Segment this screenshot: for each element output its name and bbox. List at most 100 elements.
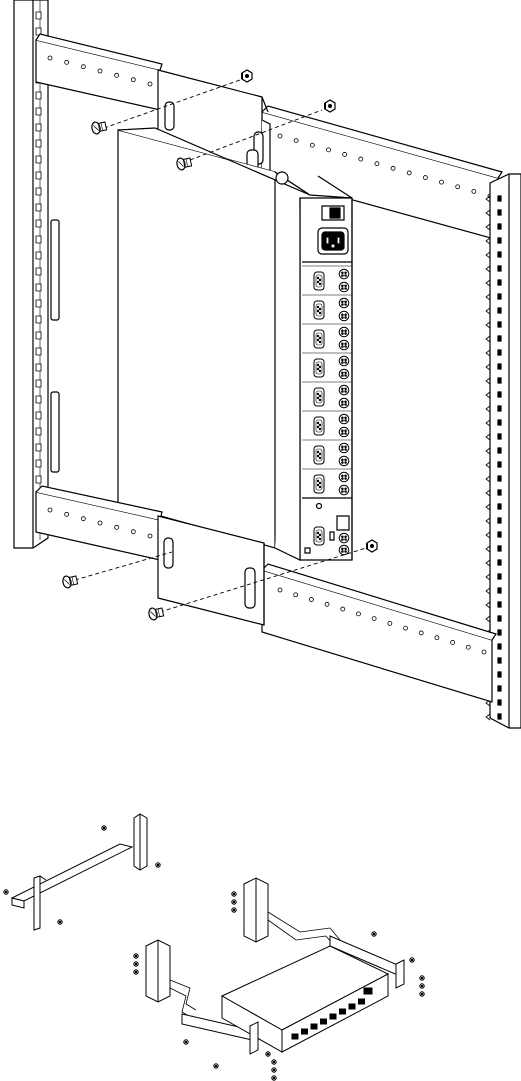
rack-slot	[36, 300, 41, 307]
rack-slot	[498, 434, 501, 439]
rail-hole	[325, 602, 329, 606]
rack-slot	[498, 546, 501, 551]
rack-slot	[498, 322, 501, 327]
small-screw-icon	[156, 863, 160, 867]
console-vga-icon	[314, 527, 324, 545]
rack-slot	[498, 658, 501, 663]
rack-slot	[498, 364, 501, 369]
rail-hole	[359, 157, 363, 161]
rail-hole	[98, 521, 102, 525]
rack-slot	[36, 12, 41, 19]
rack-slot	[498, 714, 501, 719]
small-screw-icon	[420, 984, 424, 988]
small-screw-icon	[102, 826, 106, 830]
vga-port-icon	[314, 475, 324, 493]
rail-hole	[372, 617, 376, 621]
ps2-port-icon	[339, 443, 349, 453]
rack-slot	[498, 196, 501, 201]
rack-slot	[36, 124, 41, 131]
vga-port-icon	[314, 446, 324, 464]
rack-slot	[498, 532, 501, 537]
small-screw-icon	[272, 1060, 276, 1064]
rack-slot	[36, 268, 41, 275]
ps2-port-icon	[339, 298, 349, 308]
rack-slot	[36, 412, 41, 419]
console-port-icon	[337, 516, 349, 530]
cage-nut-icon	[367, 540, 377, 552]
screw-icon	[148, 606, 164, 621]
rack-slot	[498, 238, 501, 243]
rack-slot	[498, 476, 501, 481]
rack-slot	[36, 236, 41, 243]
rail-hole	[419, 631, 423, 635]
rack-mount-vertical-figure	[14, 0, 521, 728]
small-screw-icon	[134, 954, 138, 958]
rack-slot	[36, 140, 41, 147]
small-screw-icon	[134, 970, 138, 974]
small-screw-icon	[184, 1040, 188, 1044]
rack-slot	[498, 294, 501, 299]
screw-icon	[62, 574, 78, 589]
rail-hole	[356, 612, 360, 616]
rack-slot	[498, 574, 501, 579]
ps2-port-icon	[339, 427, 349, 437]
small-screw-icon	[272, 1068, 276, 1072]
rack-slot	[36, 220, 41, 227]
small-screw-icon	[372, 932, 376, 936]
ps2-port-icon	[339, 282, 349, 292]
ps2-port-icon	[339, 340, 349, 350]
rack-slot	[498, 630, 501, 635]
rack-slot	[36, 396, 41, 403]
ps2-port-icon	[339, 485, 349, 495]
rack-slot	[498, 224, 501, 229]
rail-hole	[294, 593, 298, 597]
rail-hole	[115, 525, 119, 529]
small-screw-icon	[214, 1064, 218, 1068]
rack-slot	[36, 92, 41, 99]
rack-slot	[36, 460, 41, 467]
rail-hole	[326, 148, 330, 152]
ps2-port-icon	[339, 398, 349, 408]
small-screw-icon	[410, 958, 414, 962]
rack-slot	[36, 156, 41, 163]
small-screw-icon	[272, 1076, 276, 1080]
rail-hole	[435, 636, 439, 640]
rail-hole	[131, 530, 135, 534]
vga-port-icon	[321, 1019, 327, 1024]
rack-slot	[498, 280, 501, 285]
rack-slot	[498, 560, 501, 565]
rack-slot	[498, 686, 501, 691]
rail-hole	[294, 139, 298, 143]
ps2-port-icon	[339, 369, 349, 379]
rail-hole	[81, 65, 85, 69]
rack-slot	[498, 518, 501, 523]
rack-slot	[498, 700, 501, 705]
rack-slot	[36, 252, 41, 259]
rack-slot	[498, 210, 501, 215]
console-ps2-icon	[339, 533, 349, 543]
vga-port-icon	[314, 301, 324, 319]
small-screw-icon	[4, 890, 8, 894]
small-screw-icon	[58, 920, 62, 924]
rack-slot	[498, 462, 501, 467]
rail-hole	[148, 82, 152, 86]
rail-hole	[343, 152, 347, 156]
rack-slot	[36, 204, 41, 211]
small-screw-icon	[232, 908, 236, 912]
ps2-port-icon	[339, 311, 349, 321]
vga-port-icon	[311, 1024, 317, 1029]
ps2-port-icon	[339, 327, 349, 337]
rail-hole	[131, 78, 135, 82]
rack-slot	[498, 420, 501, 425]
rack-slot	[498, 448, 501, 453]
rack-slot	[498, 504, 501, 509]
rail-hole	[115, 73, 119, 77]
ps2-port-icon	[339, 356, 349, 366]
rack-slot	[36, 332, 41, 339]
small-screw-icon	[420, 976, 424, 980]
rack-slot	[36, 284, 41, 291]
rack-slot	[498, 336, 501, 341]
rail-hole	[341, 607, 345, 611]
rail-hole	[456, 185, 460, 189]
